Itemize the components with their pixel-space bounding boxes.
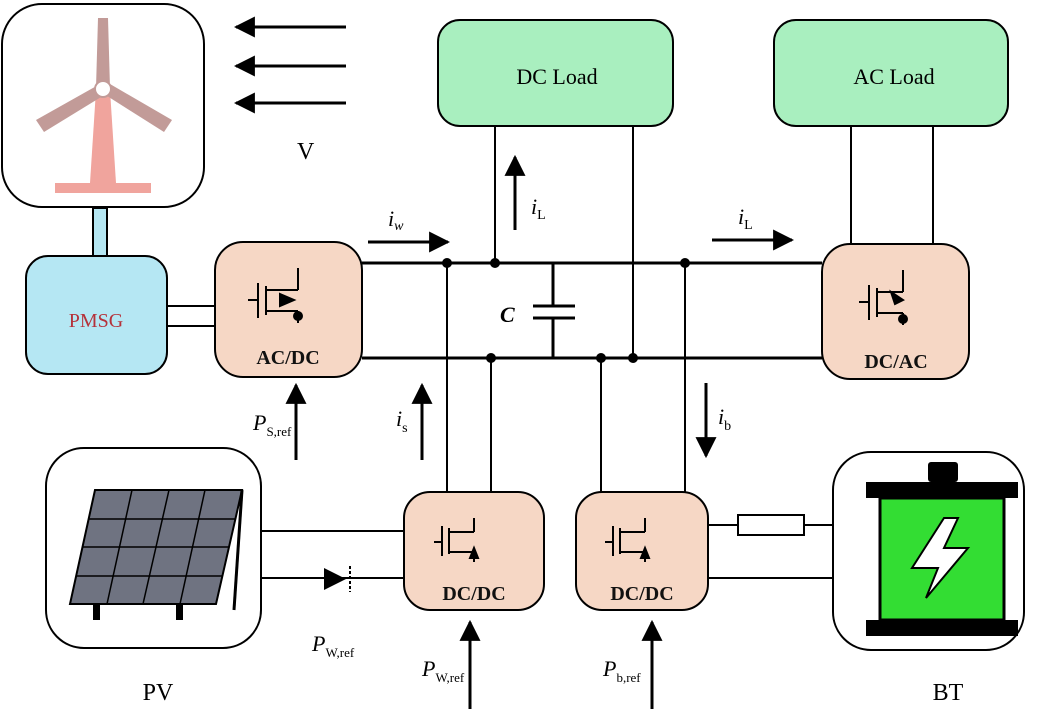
capacitor: [533, 263, 575, 358]
bus-junctions: [442, 258, 690, 363]
dc-load-block: DC Load: [437, 19, 674, 127]
dc-ac-label: DC/AC: [864, 351, 927, 373]
ac-load-block: AC Load: [773, 19, 1009, 127]
wind-arrows: [233, 16, 346, 114]
current-il-ac-label: iL: [738, 204, 753, 233]
ac-dc-converter: AC/DC: [214, 241, 363, 378]
dc-load-label: DC Load: [516, 64, 597, 89]
dc-dc-bt-label: DC/DC: [610, 583, 673, 605]
pw-ref-conv-label: PW,ref: [421, 656, 465, 685]
turbine-shaft: [92, 207, 108, 259]
current-ib-label: ib: [718, 404, 731, 434]
lightning-icon: [910, 517, 971, 599]
current-iw-label: iw: [388, 206, 404, 234]
dc-dc-converter-bt: DC/DC: [575, 491, 709, 611]
pmsg-label: PMSG: [69, 310, 123, 332]
transistor-symbol-icon: [434, 518, 480, 562]
transistor-symbol-icon: [859, 270, 908, 325]
wind-speed-label: V: [297, 139, 315, 165]
capacitor-label: C: [500, 302, 515, 327]
pv-label: PV: [143, 680, 174, 706]
current-is-label: is: [396, 406, 408, 436]
transistor-symbol-icon: [248, 268, 303, 323]
pv-panel: [45, 447, 262, 649]
ps-ref-label: PS,ref: [252, 410, 292, 439]
ac-dc-label: AC/DC: [256, 347, 319, 369]
pb-ref-label: Pb,ref: [602, 656, 641, 685]
diode-icon: [324, 566, 351, 592]
pw-ref-pv-label: PW,ref: [311, 631, 355, 660]
dc-bus: [362, 261, 822, 360]
transistor-symbol-icon: [605, 518, 651, 562]
current-arrows: [285, 154, 795, 709]
wind-turbine: [1, 3, 205, 208]
current-il-dc-label: iL: [531, 194, 546, 223]
dc-dc-pv-label: DC/DC: [442, 583, 505, 605]
battery: [832, 451, 1025, 651]
pmsg-block: PMSG: [25, 255, 168, 375]
bt-label: BT: [933, 680, 964, 706]
ac-load-label: AC Load: [853, 64, 934, 89]
dc-dc-converter-pv: DC/DC: [403, 491, 545, 611]
resistor-icon: [737, 514, 805, 536]
dc-ac-converter: DC/AC: [821, 243, 970, 380]
